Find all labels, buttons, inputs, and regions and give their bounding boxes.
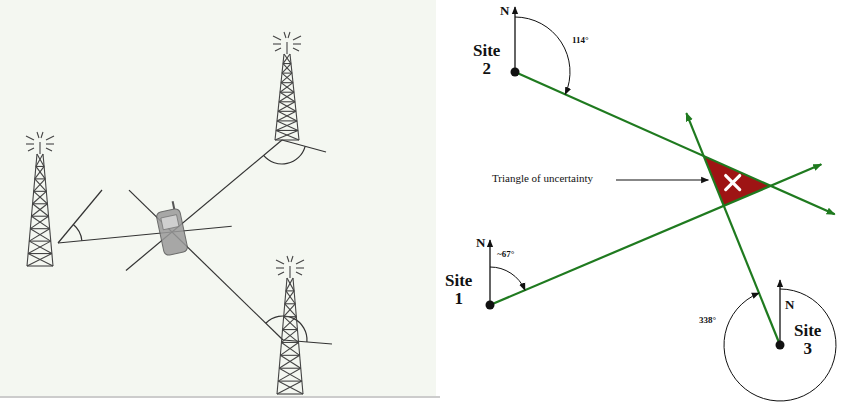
cell-tower <box>273 32 301 140</box>
panel-rule <box>0 396 440 397</box>
triangulation-diagram <box>486 7 837 401</box>
north-arrow <box>489 240 490 305</box>
angle-label: ~67° <box>497 250 514 259</box>
pointer-arrow <box>616 179 708 180</box>
site-label: Site 3 <box>789 322 826 358</box>
north-arrow <box>779 280 780 345</box>
north-label: N <box>500 4 509 18</box>
reference-line <box>58 190 102 243</box>
mobile-phone <box>154 200 188 256</box>
bearing-line <box>686 113 780 345</box>
bearing-line <box>515 72 835 214</box>
north-label: N <box>785 298 794 312</box>
cell-tower <box>26 132 54 266</box>
position-mark <box>726 176 740 190</box>
bearing-line <box>490 164 821 305</box>
site-dot <box>486 301 495 310</box>
site-label: Site 1 <box>440 272 477 308</box>
bearing-arc <box>490 267 525 290</box>
angle-arc <box>266 316 307 342</box>
cell-tower <box>276 256 304 394</box>
bearing-line <box>126 140 282 270</box>
site-dot <box>511 68 520 77</box>
north-label: N <box>476 236 485 250</box>
angle-arc <box>264 146 306 164</box>
site-label: Site 2 <box>468 42 505 78</box>
bearing-line <box>129 190 283 340</box>
angle-label: 114° <box>572 36 589 45</box>
angle-arc <box>73 225 82 241</box>
illustration-panel <box>0 0 436 396</box>
site-dot <box>776 341 785 350</box>
bearing-lines <box>58 140 332 344</box>
bearing-arc <box>724 289 836 401</box>
callout-label: Triangle of uncertainty <box>492 173 593 185</box>
tower-illustration <box>26 32 332 394</box>
angle-label: 338° <box>699 316 716 325</box>
bearing-arc <box>515 17 570 94</box>
bearing-line <box>58 226 232 243</box>
